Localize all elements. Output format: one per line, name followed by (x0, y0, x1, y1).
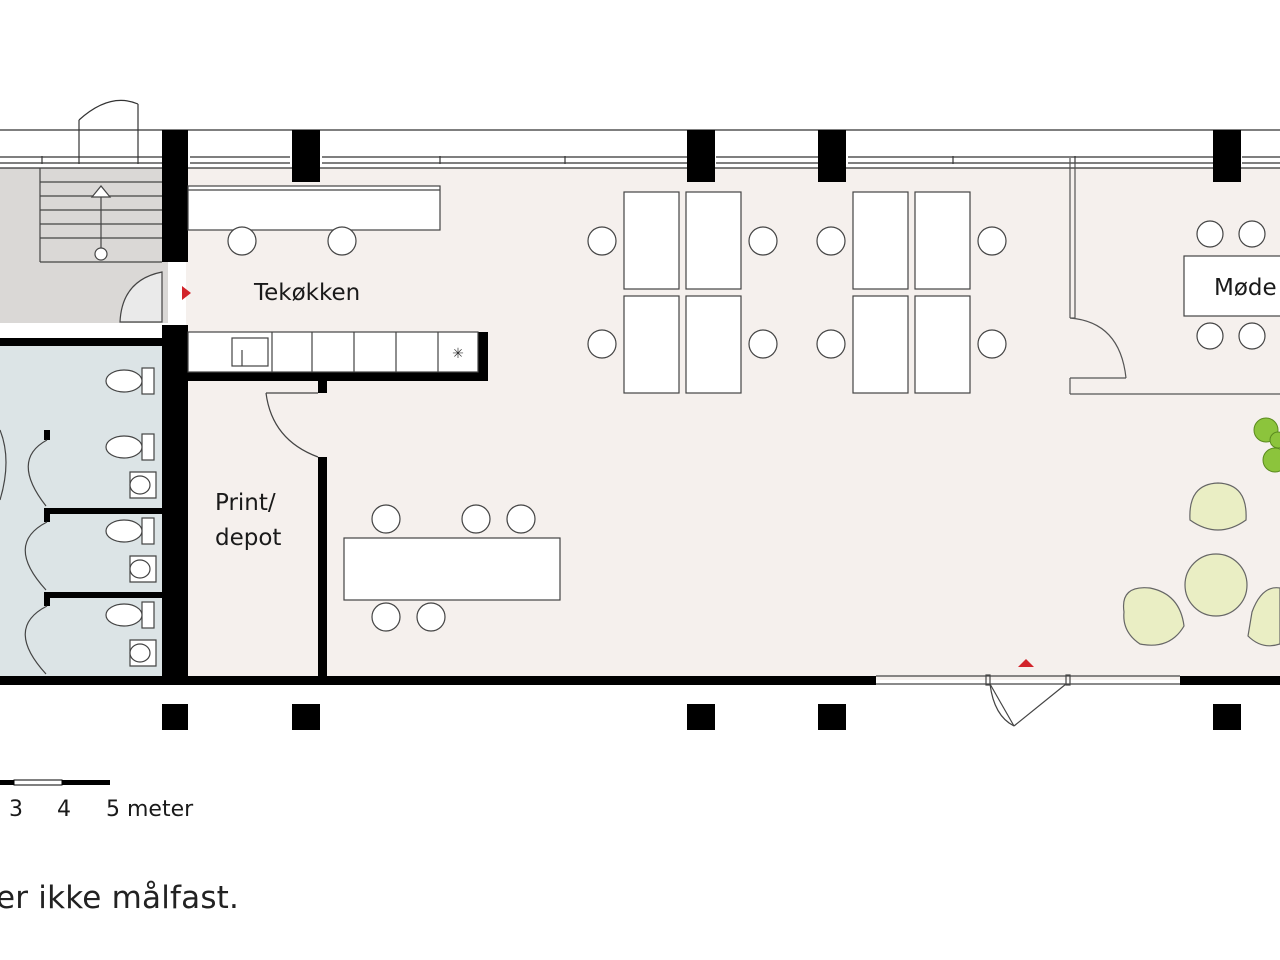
kitchen-stools (227, 226, 357, 256)
lounge-table (1184, 553, 1248, 617)
meeting-partition (1069, 158, 1280, 395)
room-label-print-line1: Print/ (215, 490, 276, 516)
marker-arrow-right (182, 286, 191, 300)
meeting-table (1183, 255, 1280, 317)
marker-arrow-up (1018, 659, 1034, 667)
dining-tables (623, 191, 971, 394)
top-columns (162, 130, 1241, 182)
entrance-door-bottom (876, 674, 1180, 727)
kitchen-counters (187, 185, 479, 373)
print-door (265, 392, 319, 458)
toilet-2 (105, 433, 157, 499)
chairs (371, 220, 1266, 632)
room-label-kitchen: Tekøkken (253, 280, 360, 306)
lounge-furniture (1122, 482, 1280, 647)
toilet-3 (105, 517, 157, 583)
lounge-chair-2 (1122, 587, 1185, 646)
scale-bar: 3 4 5 meter (0, 779, 194, 822)
scale-label-4: 4 (57, 797, 71, 822)
window-band (0, 129, 1280, 169)
long-table (343, 537, 561, 601)
stove-icon: ✳ (452, 346, 464, 362)
lounge-chair-1 (1189, 482, 1247, 531)
scale-label-5: 5 meter (106, 797, 194, 822)
bottom-columns (162, 704, 1241, 730)
scale-label-3: 3 (9, 797, 23, 822)
wc-doors (0, 429, 48, 675)
walls (0, 168, 1280, 685)
toilet-1 (105, 367, 155, 395)
entrance-door-top (78, 99, 139, 164)
toilet-4 (105, 601, 157, 667)
wc-cubicles (105, 367, 157, 667)
lounge-chair-3 (1247, 587, 1280, 647)
plants (1253, 417, 1280, 473)
entry-markers (182, 286, 1034, 667)
footer-note: er ikke målfast. (0, 880, 240, 916)
room-label-meeting: Møde (1214, 275, 1277, 301)
staircase (39, 168, 162, 263)
stair-door (119, 271, 163, 323)
room-label-print-line2: depot (215, 525, 281, 551)
